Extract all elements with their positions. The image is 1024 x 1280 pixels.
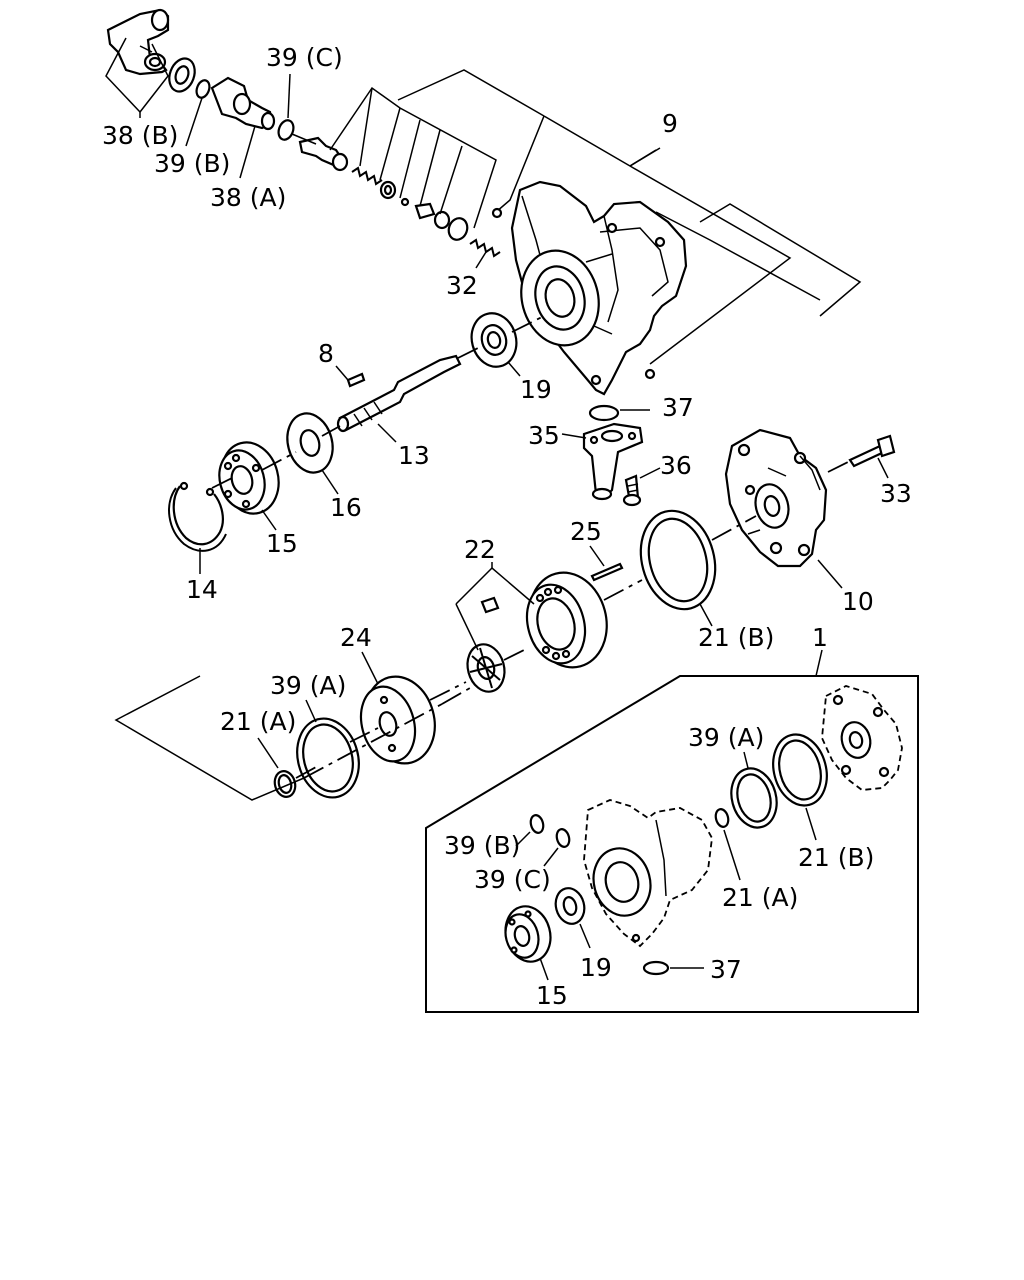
inset-37-oring [642,960,670,976]
label-38a: 38 (A) [210,183,286,212]
label-38b: 38 (B) [102,121,178,150]
part-39b-oring [195,79,211,99]
part-22-cam-ring [525,571,608,669]
label-8: 8 [318,339,334,368]
label-35: 35 [528,421,560,450]
part-39c-oring [277,119,295,141]
label-10: 10 [842,587,874,616]
part-14-snap-ring [168,481,227,552]
label-14: 14 [186,575,218,604]
label-24: 24 [340,623,372,652]
inset-39c-oring [555,828,571,848]
part-38b-fitting [106,8,170,76]
label-37: 37 [662,393,694,422]
inset-21a-oring [714,808,730,828]
inset-39b-oring [529,814,545,834]
label-25: 25 [570,517,602,546]
inset-label-39b: 39 (B) [444,831,520,860]
label-22: 22 [464,535,496,564]
inset-label-39c: 39 (C) [474,865,551,894]
part-32-spring [469,238,501,258]
label-13: 13 [398,441,430,470]
label-39c: 39 (C) [266,43,343,72]
inset-housing [583,799,713,948]
part-9-pump-housing [510,180,688,396]
label-19: 19 [520,375,552,404]
part-valve-ring [433,210,451,230]
part-8-key [346,372,366,388]
label-39a: 39 (A) [270,671,346,700]
inset-39a-gasket [730,767,778,829]
inset-19-bearing [554,887,586,925]
inset-label-21b: 21 (B) [798,843,874,872]
part-25-pin [590,562,624,582]
part-rotor [466,643,506,693]
inset-cover [821,685,903,791]
part-39b-gasket [168,57,196,93]
part-valve-ball [400,197,410,207]
part-38a-connector [210,76,276,131]
label-9: 9 [662,109,678,138]
label-32: 32 [446,271,478,300]
part-16-washer [286,412,334,474]
part-valve-plug [414,202,436,220]
part-21a-oring [273,770,297,798]
part-24-side-plate [359,675,436,765]
inset-label-19: 19 [580,953,612,982]
part-22-vane [480,596,500,614]
inset-15-bearing [504,905,552,963]
label-21a: 21 (A) [220,707,296,736]
inset-label-39a: 39 (A) [688,723,764,752]
part-15-bearing [218,441,280,515]
part-33-bolt [848,434,896,468]
part-35-pipe-fitting [582,422,644,501]
label-15: 15 [266,529,298,558]
part-37-oring [588,404,620,422]
part-valve-spring-small [351,166,383,186]
label-21b: 21 (B) [698,623,774,652]
part-valve-oring [447,217,469,241]
part-valve-seat [379,180,397,200]
part-21b-gasket [639,509,717,611]
label-1: 1 [812,623,828,652]
inset-label-15: 15 [536,981,568,1010]
label-16: 16 [330,493,362,522]
part-10-pump-cover [724,428,828,568]
part-19-bearing [470,312,518,368]
label-33: 33 [880,479,912,508]
part-13-shaft [336,354,462,433]
inset-label-21a: 21 (A) [722,883,798,912]
part-39a-gasket [296,717,360,799]
assembly-1-inset-frame [425,675,919,1013]
inset-21b-gasket [772,733,828,807]
inset-label-37: 37 [710,955,742,984]
part-36-bolt [622,474,642,507]
part-valve-spool [298,136,349,172]
label-39b: 39 (B) [154,149,230,178]
label-36: 36 [660,451,692,480]
